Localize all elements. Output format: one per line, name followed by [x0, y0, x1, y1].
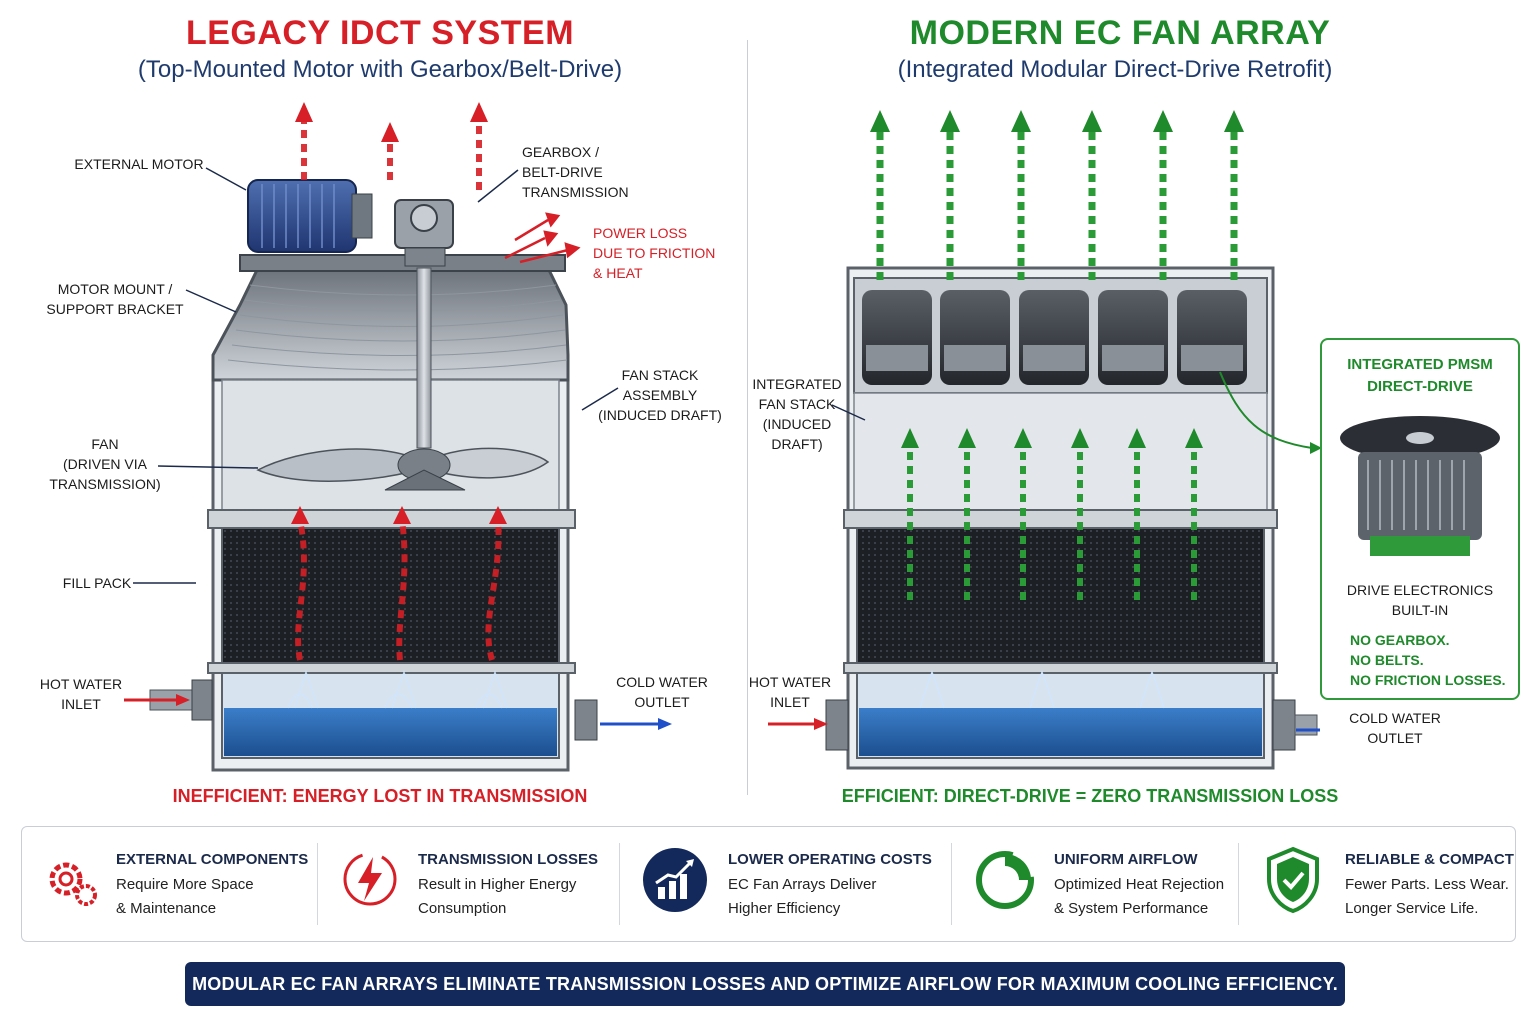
pmsm-motor-icon: [1336, 412, 1504, 572]
legacy-fan-stack: [213, 268, 568, 380]
bar-chart-icon: [642, 847, 708, 913]
pmsm-callout: INTEGRATED PMSM DIRECT-DRIVE DRIVE ELECT…: [1320, 338, 1520, 700]
benefit-transmission-losses: TRANSMISSION LOSSES Result in Higher Ene…: [318, 827, 618, 941]
label-fan-legacy: FAN (DRIVEN VIA TRANSMISSION): [40, 434, 170, 494]
benefit-uniform-airflow: UNIFORM AIRFLOW Optimized Heat Rejection…: [952, 827, 1237, 941]
shield-check-icon: [1263, 845, 1323, 915]
modern-conclusion: EFFICIENT: DIRECT-DRIVE = ZERO TRANSMISS…: [810, 786, 1370, 807]
label-hot-water-inlet-legacy: HOT WATER INLET: [36, 674, 126, 714]
label-hot-water-inlet-modern: HOT WATER INLET: [744, 672, 836, 712]
benefit-line: & Maintenance: [116, 897, 216, 921]
benefit-reliable-compact: RELIABLE & COMPACT Fewer Parts. Less Wea…: [1239, 827, 1514, 941]
pmsm-electronics: DRIVE ELECTRONICS BUILT-IN: [1322, 580, 1518, 620]
pmsm-no-list: NO GEARBOX. NO BELTS. NO FRICTION LOSSES…: [1350, 630, 1518, 690]
benefit-line: Require More Space: [116, 873, 254, 897]
label-fan-stack-modern: INTEGRATED FAN STACK (INDUCED DRAFT): [740, 374, 854, 454]
benefit-line: Optimized Heat Rejection: [1054, 873, 1224, 897]
benefit-line: Longer Service Life.: [1345, 897, 1478, 921]
benefit-title: LOWER OPERATING COSTS: [728, 851, 932, 868]
benefit-line: Fewer Parts. Less Wear.: [1345, 873, 1509, 897]
benefit-line: Consumption: [418, 897, 506, 921]
benefit-line: & System Performance: [1054, 897, 1208, 921]
legacy-external-motor: [248, 180, 372, 252]
airflow-gauge-icon: [972, 847, 1038, 913]
benefit-external-components: EXTERNAL COMPONENTS Require More Space &…: [22, 827, 317, 941]
benefit-title: EXTERNAL COMPONENTS: [116, 851, 308, 868]
benefit-line: Result in Higher Energy: [418, 873, 576, 897]
ec-fan-modules: [862, 290, 1247, 385]
label-cold-water-outlet-modern: COLD WATER OUTLET: [1345, 708, 1445, 748]
benefit-lower-costs: LOWER OPERATING COSTS EC Fan Arrays Deli…: [620, 827, 950, 941]
label-motor-mount: MOTOR MOUNT / SUPPORT BRACKET: [40, 279, 190, 319]
benefits-strip: EXTERNAL COMPONENTS Require More Space &…: [21, 826, 1516, 942]
label-fan-stack-legacy: FAN STACK ASSEMBLY (INDUCED DRAFT): [590, 365, 730, 425]
label-cold-water-outlet-legacy: COLD WATER OUTLET: [612, 672, 712, 712]
label-fill-pack: FILL PACK: [50, 573, 144, 593]
label-gearbox: GEARBOX / BELT-DRIVE TRANSMISSION: [522, 142, 652, 202]
legacy-conclusion: INEFFICIENT: ENERGY LOST IN TRANSMISSION: [120, 786, 640, 807]
legacy-shaft: [417, 268, 431, 448]
legacy-fill-pack: [222, 528, 559, 663]
lightning-icon: [340, 849, 400, 909]
benefit-title: RELIABLE & COMPACT: [1345, 851, 1514, 868]
benefit-line: Higher Efficiency: [728, 897, 840, 921]
gears-icon: [40, 849, 104, 913]
label-external-motor: EXTERNAL MOTOR: [64, 154, 214, 174]
pmsm-title: INTEGRATED PMSM DIRECT-DRIVE: [1322, 354, 1518, 398]
benefit-line: EC Fan Arrays Deliver: [728, 873, 876, 897]
label-power-loss: POWER LOSS DUE TO FRICTION & HEAT: [593, 223, 733, 283]
legacy-motor-mount: [240, 255, 565, 271]
modern-fill-pack: [857, 528, 1264, 663]
benefit-title: TRANSMISSION LOSSES: [418, 851, 598, 868]
benefit-title: UNIFORM AIRFLOW: [1054, 851, 1198, 868]
summary-banner: MODULAR EC FAN ARRAYS ELIMINATE TRANSMIS…: [185, 962, 1345, 1006]
